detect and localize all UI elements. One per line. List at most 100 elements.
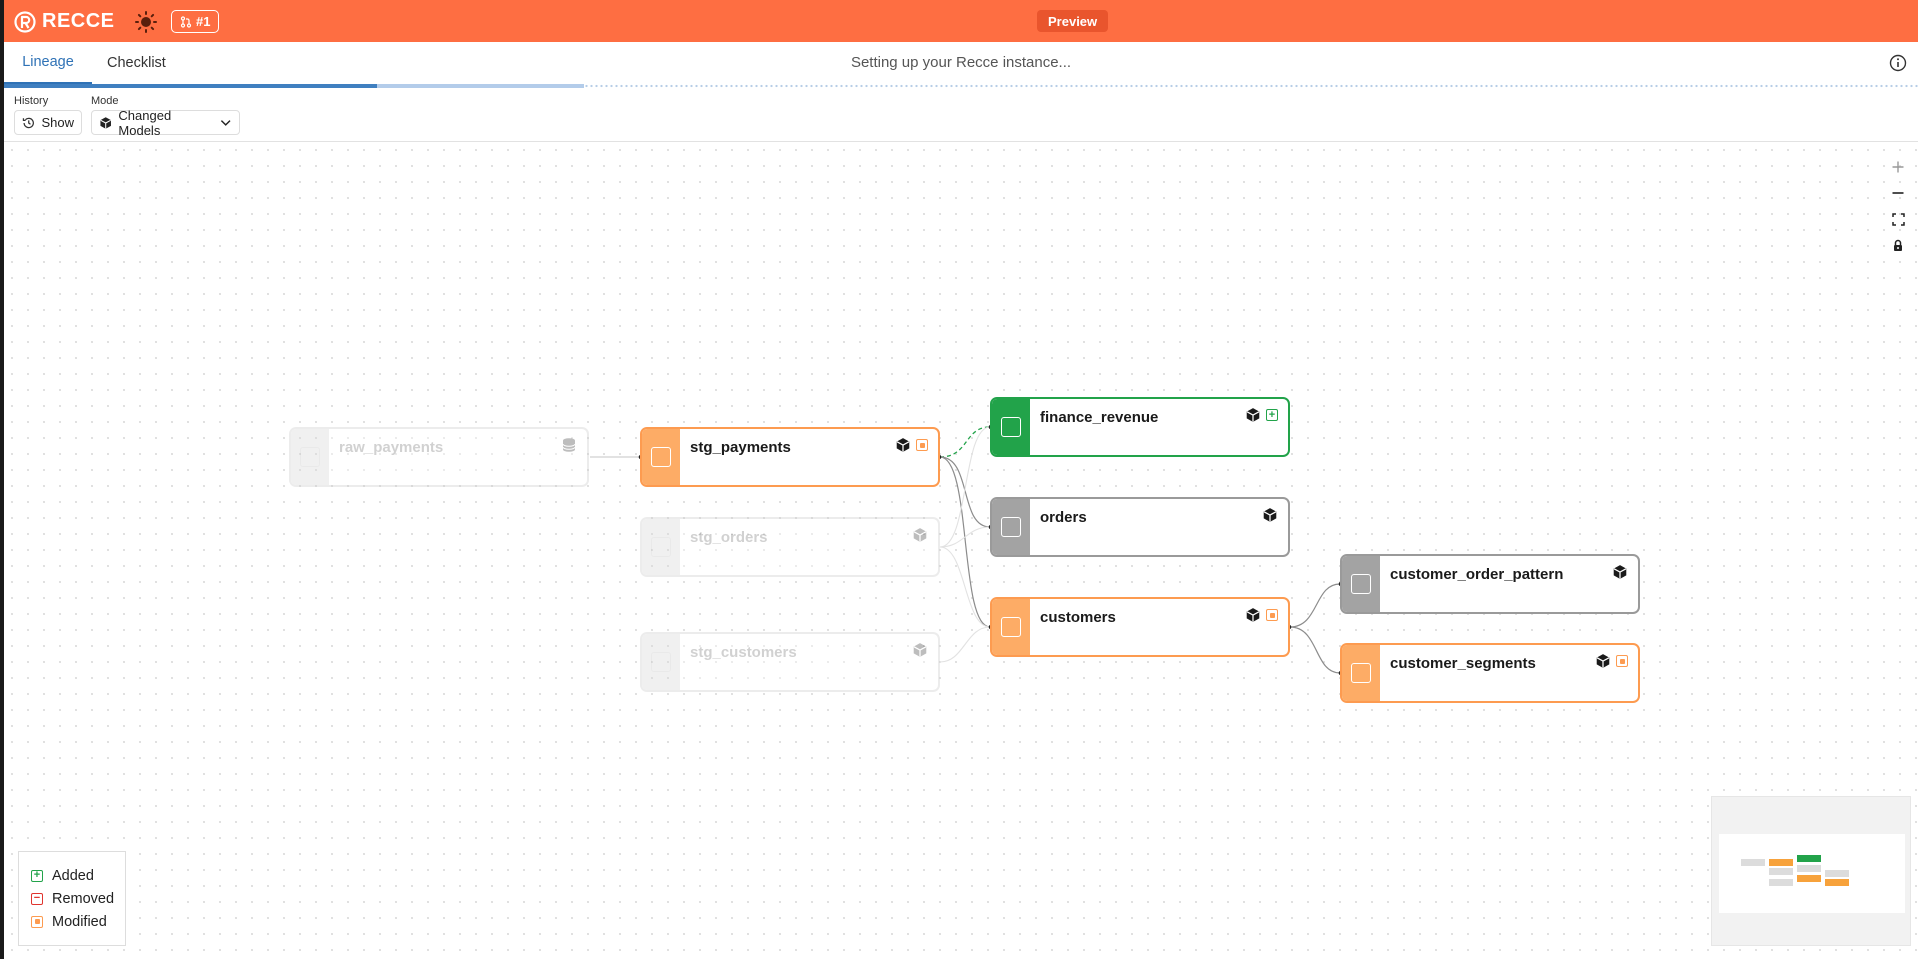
node-strip — [992, 399, 1030, 455]
theme-toggle-button[interactable] — [134, 10, 158, 34]
progress-fill — [4, 84, 378, 88]
minimap[interactable] — [1711, 796, 1911, 946]
cube-icon — [1246, 608, 1260, 622]
minimap-node — [1825, 879, 1849, 886]
sun-icon — [135, 11, 157, 33]
tab-lineage[interactable]: Lineage — [4, 42, 92, 84]
edge-stg_customers-customers — [939, 626, 991, 663]
database-icon — [562, 438, 576, 452]
minimap-viewport — [1719, 834, 1905, 913]
lineage-node-finance_revenue[interactable]: finance_revenue + — [990, 397, 1290, 457]
zoom-out-button[interactable] — [1884, 180, 1912, 206]
mode-select[interactable]: Changed Models — [91, 107, 240, 138]
change-legend: + Added − Removed Modified — [18, 851, 126, 946]
node-label: stg_orders — [690, 529, 768, 546]
recce-logo-icon — [14, 10, 36, 33]
node-strip — [642, 634, 680, 690]
pull-request-badge[interactable]: #1 — [171, 10, 220, 33]
node-select-checkbox[interactable] — [1351, 663, 1371, 683]
edge-stg_orders-orders — [939, 526, 991, 548]
info-button[interactable] — [1889, 54, 1907, 72]
node-select-checkbox[interactable] — [1001, 417, 1021, 437]
mode-label: Mode — [91, 95, 119, 107]
modified-icon — [31, 915, 43, 928]
node-strip — [642, 429, 680, 485]
legend-item-removed: − Removed — [31, 887, 125, 910]
loading-progress-bar — [4, 84, 1918, 88]
lineage-node-customer_order_pattern[interactable]: customer_order_pattern — [1340, 554, 1640, 614]
minimap-node — [1797, 865, 1821, 872]
node-strip — [291, 429, 329, 485]
zoom-out-icon — [1892, 192, 1904, 194]
mode-select-value: Changed Models — [118, 107, 172, 138]
edge-stg_payments-customers — [939, 456, 991, 628]
cube-icon — [1263, 508, 1277, 522]
lineage-node-customer_segments[interactable]: customer_segments — [1340, 643, 1640, 703]
added-status-icon: + — [1266, 409, 1278, 421]
node-label: stg_payments — [690, 439, 791, 456]
lock-icon — [1894, 239, 1902, 251]
node-strip — [1342, 645, 1380, 701]
cube-icon — [1613, 565, 1627, 579]
modified-status-icon — [1616, 655, 1628, 667]
minimap-node — [1797, 855, 1821, 862]
node-strip — [1342, 556, 1380, 612]
node-select-checkbox[interactable] — [1351, 574, 1371, 594]
lineage-node-raw_payments[interactable]: raw_payments — [289, 427, 589, 487]
node-label: raw_payments — [339, 439, 444, 456]
node-strip — [992, 599, 1030, 655]
minimap-node — [1769, 859, 1793, 866]
edge-customers-customer_order_pattern — [1289, 583, 1341, 628]
node-select-checkbox[interactable] — [300, 447, 320, 467]
node-select-checkbox[interactable] — [1001, 617, 1021, 637]
history-show-label: Show — [41, 115, 74, 130]
preview-button[interactable]: Preview — [1037, 10, 1109, 32]
tab-checklist[interactable]: Checklist — [107, 55, 166, 71]
lineage-edges — [590, 424, 1344, 676]
brand[interactable]: RECCE — [14, 10, 115, 33]
edge-customers-customer_segments — [1289, 626, 1341, 674]
modified-status-icon — [1266, 609, 1278, 621]
legend-label: Removed — [52, 890, 115, 907]
lineage-canvas[interactable]: raw_payments stg_payments — [4, 142, 1918, 959]
progress-buffer — [377, 84, 584, 88]
history-show-button[interactable]: Show — [14, 110, 82, 135]
minimap-node — [1825, 870, 1849, 877]
history-label: History — [14, 95, 49, 107]
lineage-node-customers[interactable]: customers — [990, 597, 1290, 657]
lineage-toolbar: History Show Mode Changed Models — [4, 88, 1918, 142]
lineage-node-stg_payments[interactable]: stg_payments — [640, 427, 940, 487]
node-label: customer_order_pattern — [1390, 566, 1564, 583]
tab-row: Lineage Checklist Setting up your Recce … — [4, 42, 1918, 84]
node-strip — [992, 499, 1030, 555]
node-label: customer_segments — [1390, 655, 1536, 672]
instance-status-text: Setting up your Recce instance... — [850, 54, 1072, 71]
minimap-node — [1769, 868, 1793, 875]
minimap-node — [1769, 879, 1793, 886]
added-icon: + — [31, 869, 43, 882]
lineage-node-stg_customers[interactable]: stg_customers — [640, 632, 940, 692]
modified-status-icon — [916, 439, 928, 451]
zoom-in-button[interactable] — [1884, 154, 1912, 180]
edge-stg_orders-finance_revenue — [939, 426, 991, 548]
pull-request-number: #1 — [196, 14, 211, 29]
pull-request-icon — [180, 15, 192, 28]
chevron-down-icon — [220, 119, 231, 126]
lineage-node-orders[interactable]: orders — [990, 497, 1290, 557]
node-select-checkbox[interactable] — [1001, 517, 1021, 537]
node-select-checkbox[interactable] — [651, 537, 671, 557]
lock-button[interactable] — [1884, 232, 1912, 258]
edge-stg_payments-orders — [939, 456, 991, 528]
zoom-controls — [1884, 154, 1912, 258]
node-strip — [642, 519, 680, 575]
info-icon — [1889, 54, 1907, 72]
cube-icon — [896, 438, 910, 452]
legend-item-modified: Modified — [31, 910, 125, 933]
fit-view-button[interactable] — [1884, 206, 1912, 232]
node-label: stg_customers — [690, 644, 797, 661]
node-select-checkbox[interactable] — [651, 447, 671, 467]
node-label: customers — [1040, 609, 1116, 626]
lineage-node-stg_orders[interactable]: stg_orders — [640, 517, 940, 577]
node-select-checkbox[interactable] — [651, 652, 671, 672]
